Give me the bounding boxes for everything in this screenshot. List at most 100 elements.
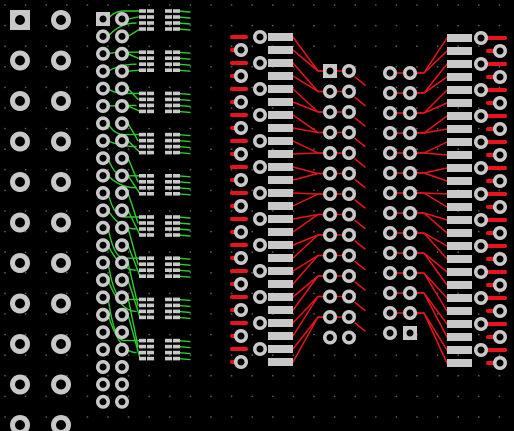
connector-right-testpoint-hole — [477, 268, 485, 276]
grid-dot — [168, 251, 171, 254]
grid-dot — [313, 374, 315, 377]
connector-right-pad — [447, 281, 472, 289]
header-mid-pad-hole — [99, 154, 107, 162]
grid-dot — [4, 86, 6, 89]
grid-dot — [374, 148, 377, 151]
connector-right-pad — [447, 47, 472, 55]
grid-dot — [313, 395, 315, 398]
smd-pad — [173, 21, 180, 25]
grid-dot — [168, 107, 171, 109]
header-mid-pad-hole — [118, 398, 126, 406]
grid-dot — [127, 148, 130, 151]
grid-dot — [107, 251, 109, 254]
red-trace — [415, 50, 448, 74]
smd-pad — [147, 150, 154, 155]
grid-dot — [86, 251, 89, 254]
smd-pad — [147, 21, 154, 25]
connector-right-pad — [447, 346, 472, 354]
grid-dot — [107, 416, 109, 418]
grid-dot — [251, 86, 254, 89]
connector-left-pad — [268, 98, 293, 106]
red-trace — [415, 128, 448, 134]
red-trace — [415, 212, 448, 234]
smd-pad — [147, 144, 154, 149]
smd-pad — [139, 338, 146, 343]
grid-dot — [168, 313, 171, 315]
dip-left-pad-hole — [345, 108, 353, 116]
grid-dot — [498, 395, 501, 398]
red-trace — [354, 117, 366, 127]
smd-pad — [165, 262, 172, 266]
dip-right-pad-hole — [406, 89, 414, 97]
dip-right-pad-hole — [406, 189, 414, 197]
connector-left-testpoint-hole — [256, 293, 264, 301]
connector-right-pad — [447, 294, 472, 302]
dip-left-pad-hole — [345, 211, 353, 218]
grid-dot — [148, 333, 151, 336]
smd-pad — [139, 186, 146, 190]
grid-dot — [168, 210, 171, 212]
grid-dot — [477, 107, 480, 109]
connector-right-pad — [447, 307, 472, 315]
connector-right-testpoint-hole — [496, 151, 504, 159]
dip-left-pad-hole — [345, 334, 353, 341]
smd-pad — [147, 227, 154, 231]
grid-dot — [210, 333, 212, 336]
grid-dot — [251, 395, 254, 398]
header-left-pad-hole — [56, 217, 66, 228]
connector-right-testpoint-hole — [496, 307, 504, 315]
grid-dot — [65, 127, 68, 130]
header-left-pad-hole — [56, 339, 66, 349]
header-mid-pad-hole — [118, 276, 126, 284]
grid-dot — [395, 395, 398, 398]
smd-pad — [165, 15, 172, 19]
grid-dot — [436, 230, 439, 233]
grid-dot — [168, 45, 171, 48]
dip-right-pad-hole — [406, 249, 414, 257]
grid-dot — [374, 65, 377, 68]
grid-dot — [477, 395, 480, 398]
grid-dot — [210, 313, 212, 315]
connector-right-testpoint-hole — [477, 216, 485, 224]
smd-pad — [173, 174, 180, 178]
smd-pad — [165, 256, 172, 260]
connector-left-pad — [268, 280, 293, 288]
connector-left-pad — [268, 33, 293, 41]
grid-dot — [86, 374, 89, 377]
grid-dot — [333, 354, 336, 357]
green-trace — [107, 22, 137, 38]
grid-dot — [416, 374, 418, 377]
header-mid-pad-hole — [118, 189, 126, 197]
grid-dot — [498, 354, 501, 357]
dip-left-pad-hole — [326, 313, 334, 321]
dip-right-pad-hole — [386, 209, 394, 217]
smd-pad — [165, 233, 172, 237]
red-trace — [354, 260, 366, 271]
connector-left-testpoint-hole — [237, 202, 245, 210]
grid-dot — [374, 230, 377, 233]
green-trace — [127, 279, 141, 319]
grid-dot — [148, 210, 151, 212]
smd-pad — [165, 27, 172, 31]
connector-right-pad — [447, 60, 472, 68]
smd-pad — [173, 27, 180, 31]
smd-pad — [165, 91, 172, 96]
grid-dot — [313, 416, 315, 418]
dip-left-pad-hole — [345, 88, 353, 95]
grid-dot — [45, 168, 48, 171]
header-mid-pad-hole — [99, 346, 107, 354]
header-left-pad-hole — [56, 15, 66, 25]
header-mid-pad-hole — [99, 67, 107, 75]
dip-left-pad-hole — [345, 272, 353, 280]
smd-pad — [147, 262, 154, 266]
grid-dot — [333, 416, 336, 418]
dip-right-pad-hole — [386, 89, 394, 97]
connector-left-pad — [268, 163, 293, 171]
smd-pad — [173, 91, 180, 96]
smd-pad — [147, 138, 154, 143]
smd-pad — [173, 9, 180, 13]
smd-pad — [147, 315, 154, 320]
smd-pad — [165, 192, 172, 196]
grid-dot — [374, 374, 377, 377]
connector-left-testpoint-hole — [237, 72, 245, 80]
